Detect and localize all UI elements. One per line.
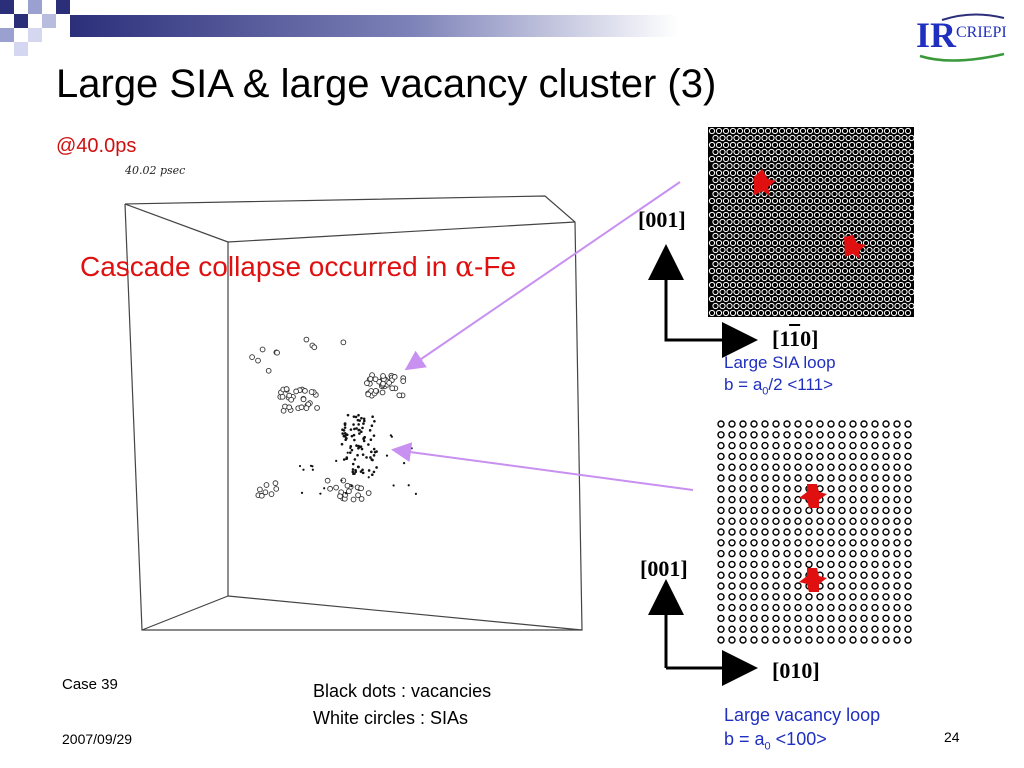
sia-lattice-panel (708, 127, 914, 317)
legend-vacancies: Black dots : vacancies (313, 681, 492, 701)
slide-subtitle: @40.0ps (56, 135, 137, 157)
logo-mark-icon (919, 13, 1005, 62)
sia-loop-caption: Large SIA loop b = a0/2 <111> (724, 352, 836, 402)
top-horizontal-axis-label: [110] (772, 326, 818, 352)
vacancy-defect-marker (799, 484, 827, 592)
axis-prefix: [1 (772, 326, 790, 351)
legend-sias: White circles : SIAs (313, 708, 469, 728)
header-decoration (0, 0, 830, 56)
criepi-logo: IR CRIEPI (912, 10, 1012, 62)
bottom-vertical-axis-label: [001] (640, 556, 688, 581)
b-suffix: <100> (770, 729, 827, 749)
legend: Black dots : vacancies White circles : S… (313, 678, 491, 732)
axis-bar-digit: 1 (789, 326, 801, 351)
axis-suffix: 0] (800, 326, 819, 351)
logo-text: CRIEPI (956, 24, 1007, 41)
sia-caption-line1: Large SIA loop (724, 353, 836, 372)
callout-suffix: -Fe (474, 251, 517, 282)
slide-date: 2007/09/29 (62, 731, 133, 747)
slide-title: Large SIA & large vacancy cluster (3) (56, 62, 717, 106)
cascade-callout: Cascade collapse occurred in α-Fe (80, 250, 516, 283)
sia-caption-line2: b = a0/2 <111> (724, 374, 836, 402)
case-label: Case 39 (62, 676, 118, 693)
vacancy-lattice-panel (715, 418, 915, 648)
b-prefix: b = a (724, 729, 765, 749)
page-number: 24 (944, 729, 960, 745)
a-subscript: 0 (764, 740, 771, 753)
logo-mark: IR (916, 15, 957, 55)
b-prefix: b = a (724, 375, 763, 394)
a-subscript: 0 (762, 385, 769, 398)
sia-cluster (249, 336, 407, 503)
bottom-horizontal-axis-label: [010] (772, 658, 820, 683)
b-suffix: /2 <111> (768, 375, 834, 394)
vacancy-loop-caption: Large vacancy loop b = a0 <100> (724, 703, 880, 759)
callout-prefix: Cascade collapse occurred in (80, 251, 456, 282)
alpha-symbol: α (455, 250, 475, 283)
sia-defect-marker (754, 169, 866, 259)
simulation-time-label: 40.02 psec (125, 164, 186, 177)
vacancy-caption-line1: Large vacancy loop (724, 705, 881, 725)
vacancy-caption-line2: b = a0 <100> (724, 727, 880, 759)
top-vertical-axis-label: [001] (638, 207, 686, 232)
vacancy-cluster (298, 413, 418, 495)
